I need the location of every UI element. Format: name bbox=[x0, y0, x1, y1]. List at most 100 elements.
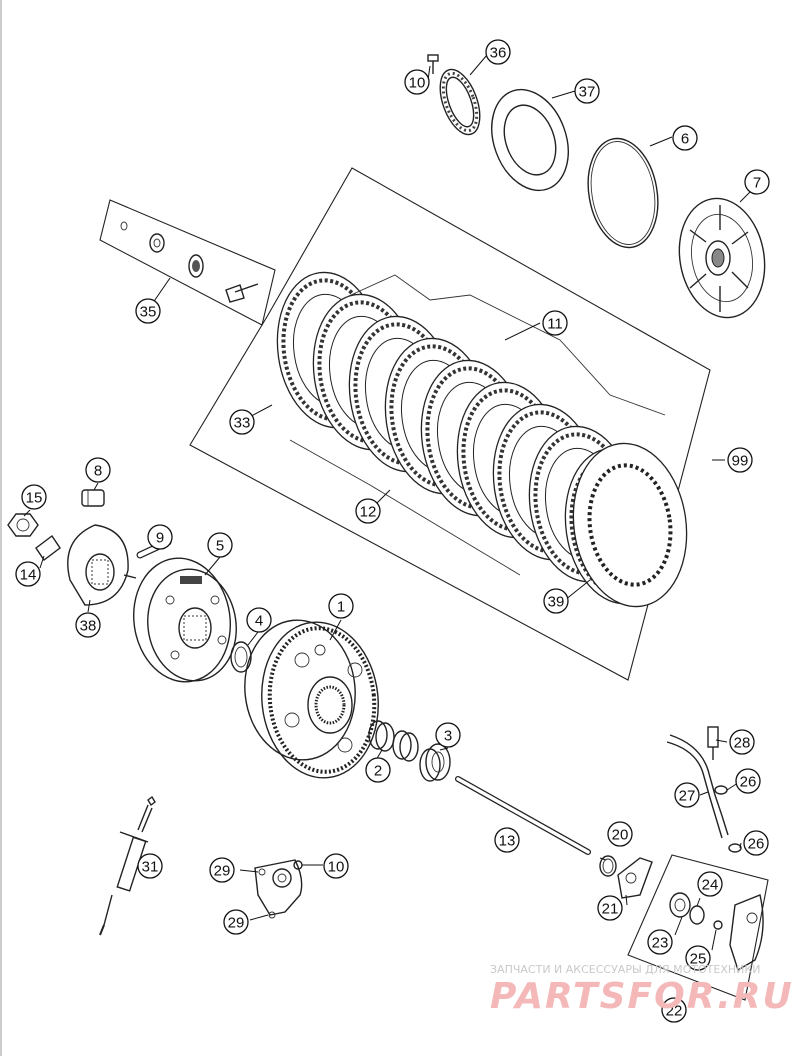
callout-number: 35 bbox=[140, 304, 157, 321]
callout-28: 28 bbox=[729, 729, 755, 755]
callout-circle bbox=[323, 853, 349, 879]
part-bearing-2 bbox=[368, 720, 419, 762]
callout-11: 11 bbox=[542, 310, 568, 336]
callout-number: 2 bbox=[374, 763, 382, 780]
callout-circle bbox=[137, 853, 163, 879]
callout-circle bbox=[697, 871, 723, 897]
callout-8: 8 bbox=[85, 457, 111, 483]
callout-13: 13 bbox=[494, 827, 520, 853]
callout-99: 99 bbox=[727, 447, 753, 473]
callout-number: 5 bbox=[216, 538, 224, 555]
callout-circle bbox=[85, 457, 111, 483]
callout-number: 10 bbox=[409, 75, 426, 92]
callout-24: 24 bbox=[697, 871, 723, 897]
callout-9: 9 bbox=[147, 524, 173, 550]
callout-number: 36 bbox=[490, 45, 507, 62]
part-syringe-31 bbox=[99, 795, 156, 936]
callout-circle bbox=[207, 532, 233, 558]
part-bolt-10 bbox=[427, 54, 439, 74]
callout-number: 37 bbox=[579, 84, 596, 101]
callout-number: 38 bbox=[80, 618, 97, 635]
callout-number: 3 bbox=[444, 728, 452, 745]
callout-36: 36 bbox=[485, 39, 511, 65]
callout-circle bbox=[404, 69, 430, 95]
callout-number: 20 bbox=[612, 827, 629, 844]
clutch-pack-inner-frames bbox=[289, 274, 666, 576]
callout-circle bbox=[661, 997, 687, 1023]
callout-23: 23 bbox=[647, 929, 673, 955]
callout-number: 4 bbox=[255, 613, 263, 630]
callout-31: 31 bbox=[137, 853, 163, 879]
callout-15: 15 bbox=[21, 484, 47, 510]
callout-1: 1 bbox=[328, 593, 354, 619]
part-bearing-36 bbox=[439, 68, 481, 136]
callout-circle bbox=[229, 409, 255, 435]
callout-circle bbox=[647, 929, 673, 955]
part-slave-kit-22 bbox=[627, 854, 769, 1001]
callout-20: 20 bbox=[607, 821, 633, 847]
callout-circle bbox=[735, 768, 761, 794]
callout-circle bbox=[607, 821, 633, 847]
callout-number: 6 bbox=[681, 131, 689, 148]
part-pressure-plate-7 bbox=[678, 197, 766, 319]
callout-number: 1 bbox=[337, 599, 345, 616]
callout-number: 25 bbox=[690, 951, 707, 968]
callout-circle bbox=[494, 827, 520, 853]
part-fitting-28 bbox=[707, 726, 719, 760]
callout-circle bbox=[328, 593, 354, 619]
callout-circle bbox=[574, 78, 600, 104]
part-ring-6 bbox=[587, 137, 659, 249]
callout-circle bbox=[365, 757, 391, 783]
part-nut-15 bbox=[7, 513, 39, 537]
part-washer-14 bbox=[35, 534, 61, 562]
callout-number: 23 bbox=[652, 935, 669, 952]
part-cam-8 bbox=[81, 489, 105, 507]
callout-6: 6 bbox=[672, 125, 698, 151]
part-inner-hub-5 bbox=[132, 557, 237, 683]
callout-number: 29 bbox=[228, 915, 245, 932]
callout-number: 28 bbox=[734, 735, 751, 752]
callout-number: 15 bbox=[26, 490, 43, 507]
clutch-disc-stack bbox=[276, 271, 688, 608]
part-retainer-38 bbox=[67, 524, 137, 606]
callout-number: 12 bbox=[360, 504, 377, 521]
callout-number: 99 bbox=[732, 453, 749, 470]
part-seal-20 bbox=[599, 855, 617, 877]
callout-4: 4 bbox=[246, 607, 272, 633]
callout-circle bbox=[672, 125, 698, 151]
callout-circle bbox=[21, 484, 47, 510]
callout-29b: 29 bbox=[223, 909, 249, 935]
callout-circle bbox=[685, 945, 711, 971]
callout-number: 21 bbox=[602, 901, 619, 918]
steel-disc-39-inner-teeth bbox=[587, 463, 673, 587]
callout-circle bbox=[744, 169, 770, 195]
callout-number: 8 bbox=[94, 463, 102, 480]
part-kit-35 bbox=[99, 199, 276, 326]
callout-10a: 10 bbox=[404, 69, 430, 95]
callout-number: 24 bbox=[702, 877, 719, 894]
callout-circle bbox=[355, 498, 381, 524]
callout-number: 26 bbox=[748, 836, 765, 853]
callout-12: 12 bbox=[355, 498, 381, 524]
callout-number: 13 bbox=[499, 833, 516, 850]
watermark: ЗАПЧАСТИ И АКСЕССУАРЫ ДЛЯ МОТОТЕХНИКИ PA… bbox=[490, 963, 792, 1017]
callout-circle bbox=[223, 909, 249, 935]
callout-circle bbox=[209, 857, 235, 883]
callout-circle bbox=[729, 729, 755, 755]
callout-circle bbox=[75, 612, 101, 638]
callout-circle bbox=[246, 607, 272, 633]
part-washer-4 bbox=[230, 641, 252, 673]
callout-29a: 29 bbox=[209, 857, 235, 883]
part-bushing-3 bbox=[419, 743, 451, 782]
callout-number: 9 bbox=[156, 530, 164, 547]
part-push-rod-13 bbox=[455, 776, 591, 855]
callout-number: 11 bbox=[547, 316, 563, 333]
callout-27: 27 bbox=[674, 782, 700, 808]
leader-lines bbox=[23, 54, 758, 951]
callout-circle bbox=[485, 39, 511, 65]
part-gasket-21 bbox=[617, 857, 653, 899]
part-hose-27 bbox=[666, 734, 729, 839]
callout-number: 10 bbox=[328, 859, 345, 876]
